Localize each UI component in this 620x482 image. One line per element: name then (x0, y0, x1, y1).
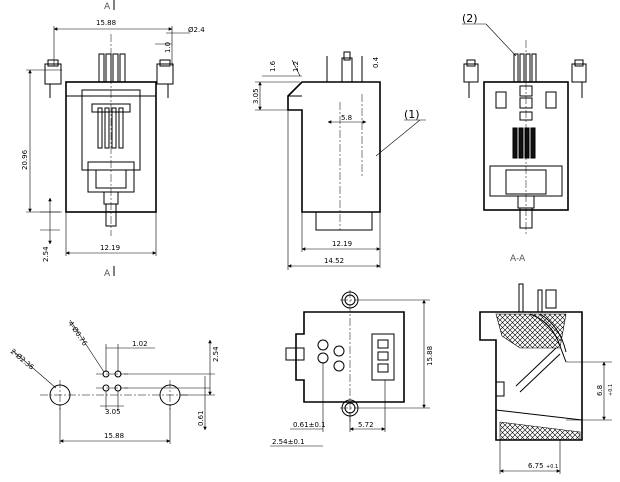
dim-bottom-b: 5.72 (358, 421, 374, 429)
bottom-view: 15.88 0.61±0.1 5.72 2.54±0.1 (270, 290, 434, 447)
dim-front-width: 12.19 (100, 244, 120, 252)
dim-side-d1: 1.6 (269, 60, 277, 72)
dim-section-h-tol: +0.1 (608, 384, 614, 396)
section-mark-a-top: A (104, 2, 111, 12)
dim-pcb-big-hole: 2-Ø2.36 (9, 347, 36, 372)
dim-side-d4: 3.05 (252, 88, 260, 104)
dim-front-height: 20.96 (21, 149, 29, 170)
dim-side-d5: 5.8 (341, 114, 352, 122)
dim-section-w-tol: +0.1 (546, 464, 558, 470)
dim-bottom-c: 2.54±0.1 (272, 438, 305, 446)
pcb-layout: 2-Ø2.36 4-Ø0.76 1.02 2.54 0.61 3.05 15.8… (9, 320, 220, 444)
dim-pcb-pair: 3.05 (105, 408, 121, 416)
dim-pcb-offset-bottom: 0.61 (197, 410, 205, 426)
dim-side-overall: 14.52 (324, 257, 344, 265)
dim-pcb-offset-top: 2.54 (212, 346, 220, 362)
dim-section-h: 6.8 (596, 385, 604, 396)
dim-side-d3: 0.4 (372, 56, 380, 68)
section-view-label: A-A (510, 254, 526, 264)
rear-view: (2) A-A (462, 12, 587, 264)
dim-side-d2: 1.2 (292, 61, 300, 72)
front-view: A A 15.88 Ø2.4 1.0 (21, 0, 205, 279)
dim-bottom-height: 15.88 (426, 346, 434, 366)
dim-pcb-small-holes: 4-Ø0.76 (66, 320, 89, 348)
dim-front-pin-dia: Ø2.4 (188, 26, 205, 34)
dim-side-width: 12.19 (332, 240, 352, 248)
dim-front-small: 1.0 (164, 42, 172, 53)
section-view-aa: 6.8 +0.1 6.75 +0.1 (479, 283, 614, 474)
dim-front-overall-width: 15.88 (96, 19, 116, 27)
dim-section-w: 6.75 (528, 462, 544, 470)
dim-front-pitch: 2.54 (42, 246, 50, 262)
section-mark-a-bottom: A (104, 269, 111, 279)
callout-1: (1) (404, 108, 420, 121)
dim-pcb-overall: 15.88 (104, 432, 124, 440)
dim-bottom-a: 0.61±0.1 (293, 421, 326, 429)
dim-pcb-spacing: 1.02 (132, 340, 148, 348)
callout-2: (2) (462, 12, 478, 25)
side-view: 5.8 1.6 1.2 0.4 3.05 (1) 12.19 14.52 (252, 51, 426, 270)
